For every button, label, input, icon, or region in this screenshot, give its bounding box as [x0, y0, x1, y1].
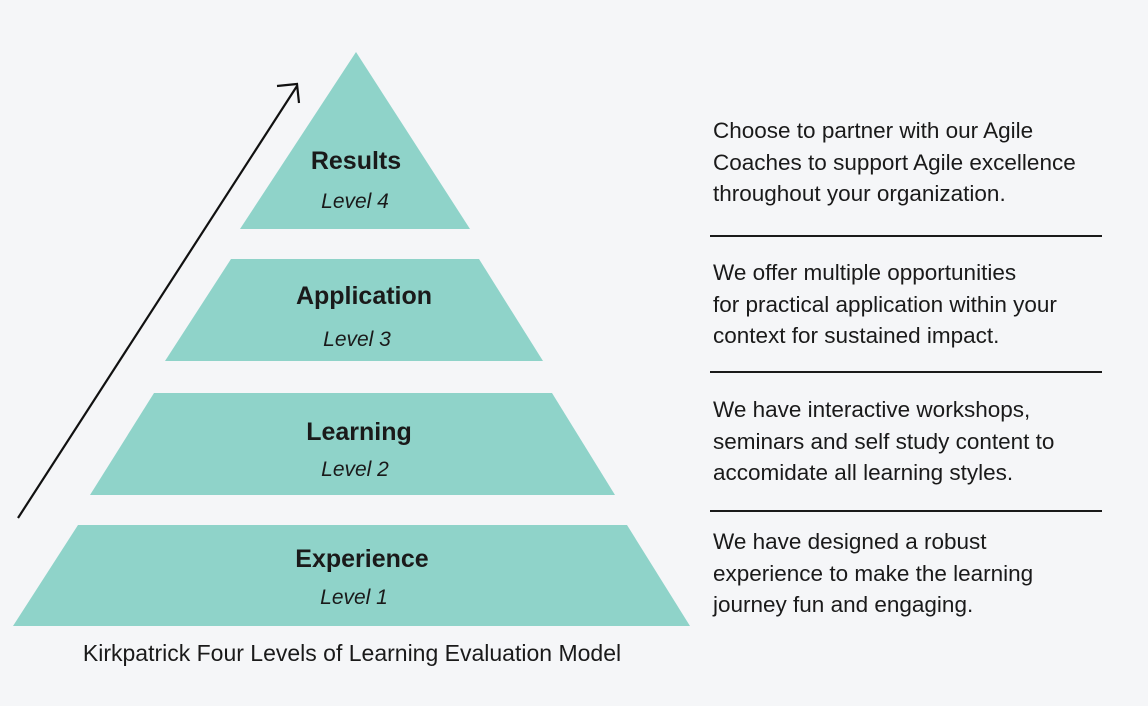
- tier-application-name: Application: [296, 282, 432, 310]
- tier-results-level: Level 4: [321, 190, 389, 213]
- divider: [710, 510, 1102, 512]
- tier-learning-level: Level 2: [321, 458, 389, 481]
- description-level-1: We have designed a robust experience to …: [713, 529, 1034, 617]
- progress-arrow-icon: [17, 82, 301, 519]
- tier-learning-shape: [90, 393, 615, 495]
- tier-learning-name: Learning: [306, 418, 412, 446]
- tier-experience-shape: [13, 525, 690, 626]
- tier-experience-name: Experience: [295, 545, 429, 573]
- tier-results-shape: [240, 52, 470, 229]
- tier-application-shape: [165, 259, 543, 361]
- divider: [710, 235, 1102, 237]
- divider: [710, 371, 1102, 373]
- tier-application-level: Level 3: [323, 328, 391, 351]
- description-level-3: We offer multiple opportunities for prac…: [713, 260, 1057, 348]
- diagram-caption: Kirkpatrick Four Levels of Learning Eval…: [82, 640, 622, 666]
- description-level-4: Choose to partner with our Agile Coaches…: [713, 118, 1076, 206]
- tier-experience-level: Level 1: [320, 586, 388, 609]
- description-level-2: We have interactive workshops, seminars …: [713, 397, 1055, 485]
- tier-results-name: Results: [311, 147, 401, 175]
